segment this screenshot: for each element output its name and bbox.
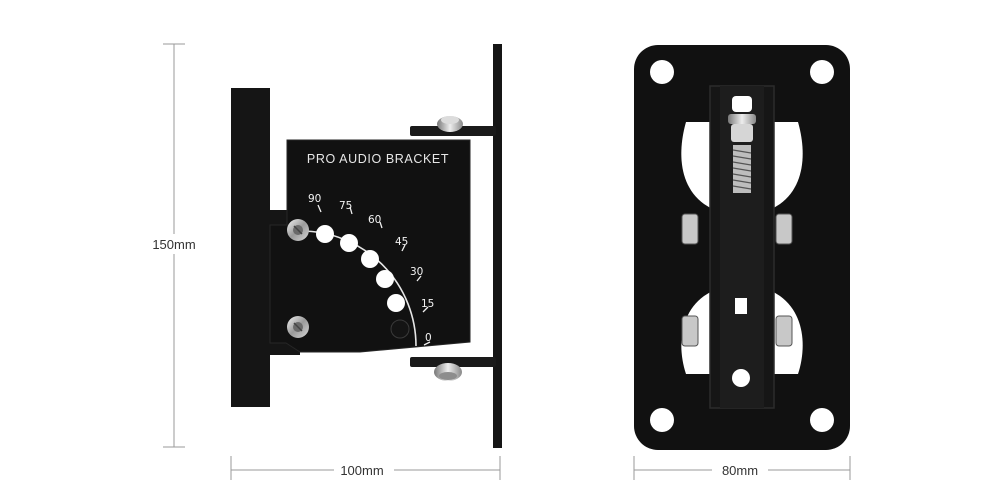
depth-dimension-label: 100mm xyxy=(340,463,383,478)
angle-label-0: 0 xyxy=(425,332,432,344)
depth-label-bg xyxy=(334,461,394,479)
wall-plate-edge xyxy=(493,44,502,448)
angle-holes xyxy=(316,225,410,339)
width-label-bg xyxy=(712,461,768,479)
angle-hole-60 xyxy=(361,250,379,268)
bracket-label: PRO AUDIO BRACKET xyxy=(307,152,449,166)
front-view xyxy=(634,45,850,450)
lower-screw xyxy=(287,316,309,338)
angle-label-75: 75 xyxy=(339,200,352,212)
angle-hole-75 xyxy=(340,234,358,252)
bottom-hinge-tab xyxy=(410,357,496,367)
width-dimension-label: 80mm xyxy=(722,463,758,478)
corner-hole-top-left xyxy=(650,60,674,84)
angle-hole-15 xyxy=(390,319,410,339)
angle-label-60: 60 xyxy=(368,214,381,226)
height-label-bg xyxy=(140,234,208,254)
side-view: 90 75 60 45 30 15 0 PRO AUDIO BRACKET xyxy=(231,44,502,448)
angle-hole-90 xyxy=(316,225,334,243)
angle-hole-45 xyxy=(376,270,394,288)
upper-screw xyxy=(287,219,309,241)
angle-hole-30 xyxy=(387,294,405,312)
angle-label-90: 90 xyxy=(308,193,321,205)
adjustment-screw xyxy=(728,96,756,193)
hinge-clips xyxy=(681,213,793,347)
corner-hole-top-right xyxy=(810,60,834,84)
rail-bottom-hole xyxy=(732,369,750,387)
corner-hole-bottom-right xyxy=(810,408,834,432)
rail-slot xyxy=(735,298,747,314)
angle-label-45: 45 xyxy=(395,236,408,248)
height-dimension-label: 150mm xyxy=(152,237,195,252)
angle-plate xyxy=(269,139,471,353)
corner-hole-bottom-left xyxy=(650,408,674,432)
angle-ticks xyxy=(317,204,431,346)
angle-label-15: 15 xyxy=(421,298,434,310)
angle-label-30: 30 xyxy=(410,266,423,278)
